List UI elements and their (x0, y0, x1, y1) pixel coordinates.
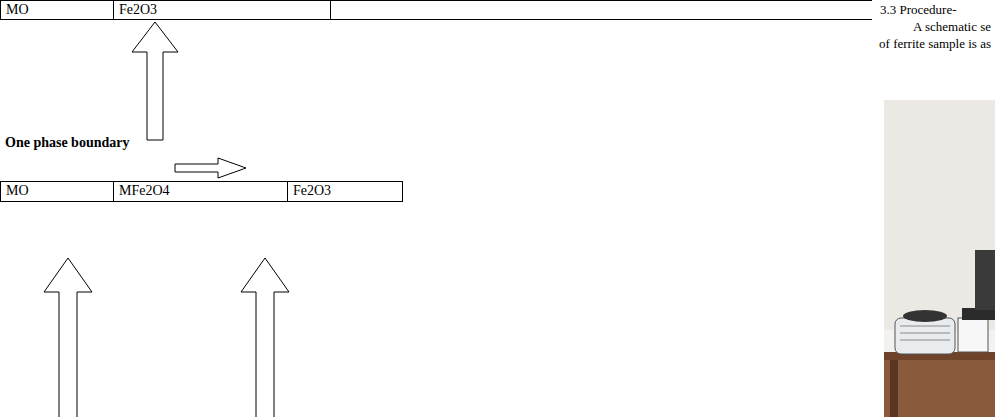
table-rule (330, 0, 872, 1)
hollow-arrow (241, 258, 289, 417)
cell-text: MO (1, 1, 113, 19)
hollow-arrow (175, 158, 246, 178)
annotation: One phase boundary (5, 135, 129, 151)
cell-text: MFe2O4 (114, 182, 287, 200)
table-rule (330, 19, 872, 20)
cell-text: Fe2O3 (288, 182, 402, 200)
table-cell: MO (0, 0, 114, 20)
table-cell: MFe2O4 (113, 181, 288, 202)
body-text: A schematic se (913, 19, 991, 35)
section-heading: 3.3 Procedure- (880, 2, 957, 18)
table-cell: Fe2O3 (287, 181, 403, 202)
cell-text: Fe2O3 (114, 1, 330, 19)
body-text: of ferrite sample is as (879, 36, 991, 52)
table-cell: Fe2O3 (113, 0, 331, 20)
table-cell: MO (0, 181, 114, 202)
hollow-arrow (44, 258, 92, 417)
cell-text: MO (1, 182, 113, 200)
setup-photo (884, 100, 995, 417)
hollow-arrow (132, 22, 178, 140)
